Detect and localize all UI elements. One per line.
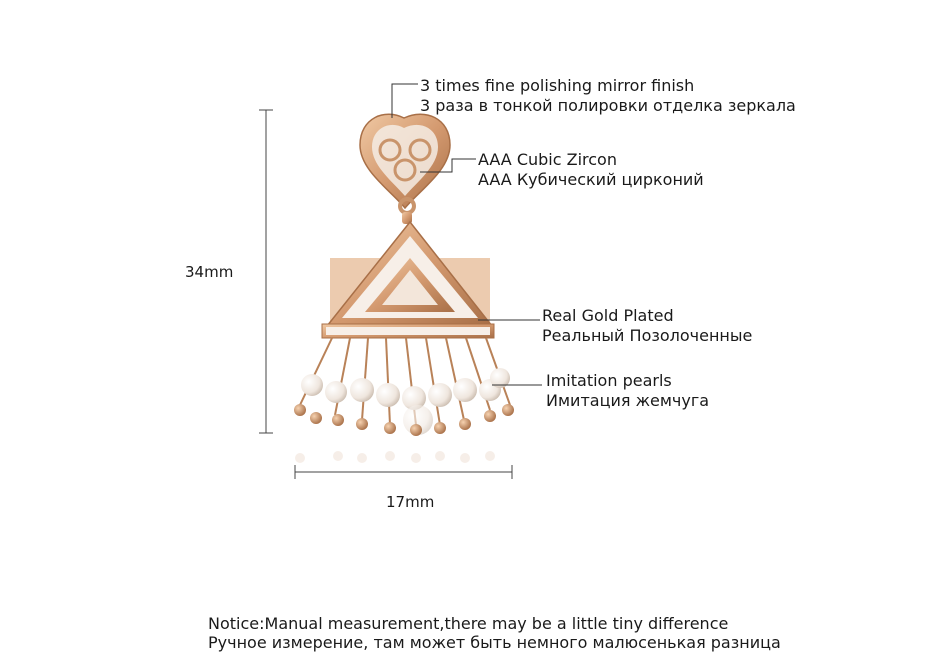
notice-en: Notice:Manual measurement,there may be a… — [208, 614, 729, 633]
callout-pearls-ru: Имитация жемчуга — [546, 391, 710, 410]
pyramid-body — [321, 220, 495, 339]
callout-pearls-en: Imitation pearls — [546, 371, 672, 390]
callout-zircon-ru: AAA Кубический цирконий — [478, 170, 704, 189]
pearl-tassels — [294, 337, 514, 436]
callout-gold-ru: Реальный Позолоченные — [542, 326, 753, 345]
callout-polish-en: 3 times fine polishing mirror finish — [420, 76, 695, 95]
notice-ru: Ручное измерение, там может быть немного… — [208, 633, 781, 652]
measurement-notice: Notice:Manual measurement,there may be a… — [208, 614, 781, 652]
height-dimension-line — [259, 109, 273, 434]
heart-stud — [359, 113, 451, 210]
height-label: 34mm — [185, 263, 234, 281]
width-dimension-line — [294, 465, 513, 479]
callout-polish: 3 times fine polishing mirror finish 3 р… — [420, 76, 796, 116]
callout-gold-en: Real Gold Plated — [542, 306, 674, 325]
callout-pearls: Imitation pearls Имитация жемчуга — [546, 371, 709, 411]
callout-gold: Real Gold Plated Реальный Позолоченные — [542, 306, 752, 346]
connector-loop — [398, 197, 416, 224]
width-label: 17mm — [386, 493, 435, 511]
reflection — [295, 451, 495, 463]
callout-zircon: AAA Cubic Zircon AAA Кубический цирконий — [478, 150, 704, 190]
callout-polish-ru: 3 раза в тонкой полировки отделка зеркал… — [420, 96, 796, 115]
callout-zircon-en: AAA Cubic Zircon — [478, 150, 617, 169]
callout-leader-lines — [391, 83, 542, 386]
